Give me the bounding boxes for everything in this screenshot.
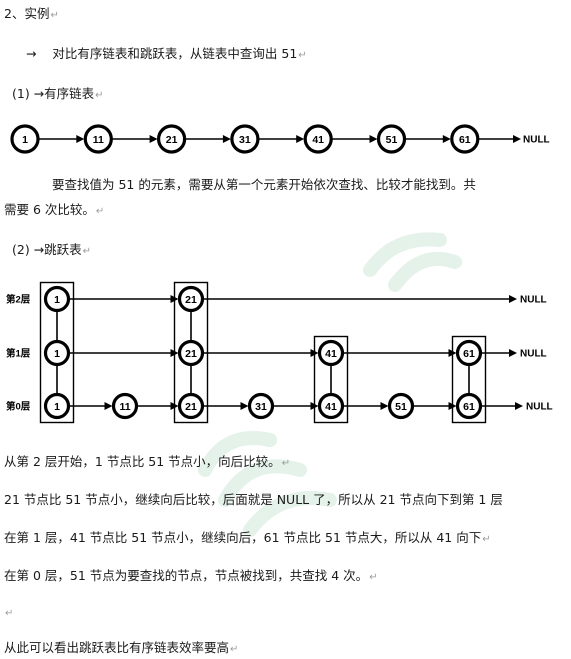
skip-node: 21 bbox=[177, 285, 205, 313]
paragraph-1-line-1: 要查找值为 51 的元素，需要从第一个元素开始依次查找、比较才能找到。共 bbox=[52, 177, 476, 192]
intro-line: → 对比有序链表和跳跃表，从链表中查询出 51↵ bbox=[26, 46, 307, 61]
svg-text:1: 1 bbox=[22, 134, 28, 146]
skip-node: 21 bbox=[177, 392, 205, 420]
conclusion-line: 从此可以看出跳跃表比有序链表效率要高↵ bbox=[4, 640, 239, 655]
svg-text:61: 61 bbox=[459, 134, 471, 146]
level-label: 第2层 bbox=[6, 294, 31, 306]
skip-edge-head bbox=[380, 402, 389, 410]
skip-edge-null-head bbox=[509, 295, 517, 303]
null-label: NULL bbox=[526, 402, 553, 413]
null-label: NULL bbox=[520, 349, 547, 360]
explain-line-1: 从第 2 层开始，1 节点比 51 节点小，向后比较。↵ bbox=[4, 454, 291, 469]
ll-edge-null-head bbox=[513, 135, 521, 143]
skip-edge-head bbox=[310, 402, 319, 410]
skip-edge-head bbox=[170, 349, 179, 357]
skip-edge-head bbox=[310, 349, 319, 357]
skip-node: 11 bbox=[111, 392, 139, 420]
skip-edge-head bbox=[448, 402, 457, 410]
skip-node: 61 bbox=[455, 339, 483, 367]
svg-text:31: 31 bbox=[239, 134, 251, 146]
svg-text:11: 11 bbox=[93, 134, 104, 146]
ll-edge-head bbox=[369, 135, 378, 143]
skip-edge-null-head bbox=[515, 402, 523, 410]
ll-node: 61 bbox=[450, 124, 480, 154]
svg-text:41: 41 bbox=[312, 134, 324, 146]
skip-edge-head bbox=[240, 402, 249, 410]
section-skip-list: (2) →跳跃表↵ bbox=[12, 242, 92, 257]
skip-edge-head bbox=[170, 402, 179, 410]
svg-text:41: 41 bbox=[325, 401, 337, 413]
skip-node: 31 bbox=[247, 392, 275, 420]
ll-node: 51 bbox=[376, 124, 407, 154]
svg-text:21: 21 bbox=[166, 134, 178, 146]
skip-edge-head bbox=[104, 402, 113, 410]
svg-text:21: 21 bbox=[185, 401, 197, 413]
ll-node: 41 bbox=[303, 124, 333, 154]
svg-text:51: 51 bbox=[395, 401, 407, 413]
level-label: 第1层 bbox=[6, 348, 31, 360]
ll-node: 1 bbox=[10, 124, 40, 154]
explain-line-2: 21 节点比 51 节点小，继续向后比较，后面就是 NULL 了，所以从 21 … bbox=[4, 492, 503, 507]
skip-node: 1 bbox=[43, 339, 71, 367]
ll-edge-head bbox=[222, 135, 231, 143]
empty-paragraph: ↵ bbox=[5, 608, 14, 619]
explain-line-3: 在第 1 层，41 节点比 51 节点小，继续向后，61 节点比 51 节点大，… bbox=[4, 530, 491, 545]
null-label: NULL bbox=[520, 295, 547, 306]
skip-edge-head bbox=[170, 295, 179, 303]
ll-node: 21 bbox=[157, 124, 187, 154]
skip-tower bbox=[313, 335, 349, 424]
section-linked-list: (1) →有序链表↵ bbox=[12, 86, 104, 101]
skip-node: 51 bbox=[387, 392, 415, 420]
heading: 2、实例↵ bbox=[4, 6, 59, 21]
ll-edge-head bbox=[76, 135, 85, 143]
svg-text:1: 1 bbox=[54, 401, 60, 413]
ll-edge-head bbox=[149, 135, 158, 143]
skip-tower bbox=[451, 335, 487, 424]
svg-text:11: 11 bbox=[119, 401, 130, 413]
svg-text:61: 61 bbox=[463, 401, 475, 413]
skip-node: 1 bbox=[43, 392, 71, 420]
svg-text:21: 21 bbox=[185, 348, 197, 360]
svg-text:51: 51 bbox=[386, 134, 398, 146]
svg-text:41: 41 bbox=[325, 348, 337, 360]
svg-text:31: 31 bbox=[255, 401, 267, 413]
paragraph-1-line-2: 需要 6 次比较。↵ bbox=[4, 202, 105, 217]
svg-text:1: 1 bbox=[54, 348, 60, 360]
skip-node: 61 bbox=[455, 392, 483, 420]
null-label: NULL bbox=[523, 135, 550, 146]
svg-text:21: 21 bbox=[185, 294, 197, 306]
svg-text:61: 61 bbox=[463, 348, 475, 360]
skip-node: 21 bbox=[177, 339, 205, 367]
ll-edge-head bbox=[442, 135, 451, 143]
arrow-icon: → bbox=[26, 46, 37, 61]
skip-node: 41 bbox=[317, 339, 345, 367]
explain-line-4: 在第 0 层，51 节点为要查找的节点，节点被找到，共查找 4 次。↵ bbox=[4, 568, 378, 583]
ll-edge-head bbox=[296, 135, 305, 143]
skip-node: 41 bbox=[317, 392, 345, 420]
ll-node: 11 bbox=[83, 124, 113, 154]
level-label: 第0层 bbox=[6, 401, 31, 413]
ll-node: 31 bbox=[230, 124, 260, 154]
svg-text:1: 1 bbox=[54, 294, 60, 306]
skip-edge-null-head bbox=[509, 349, 517, 357]
skip-edge-head bbox=[448, 349, 457, 357]
skip-node: 1 bbox=[43, 285, 71, 313]
